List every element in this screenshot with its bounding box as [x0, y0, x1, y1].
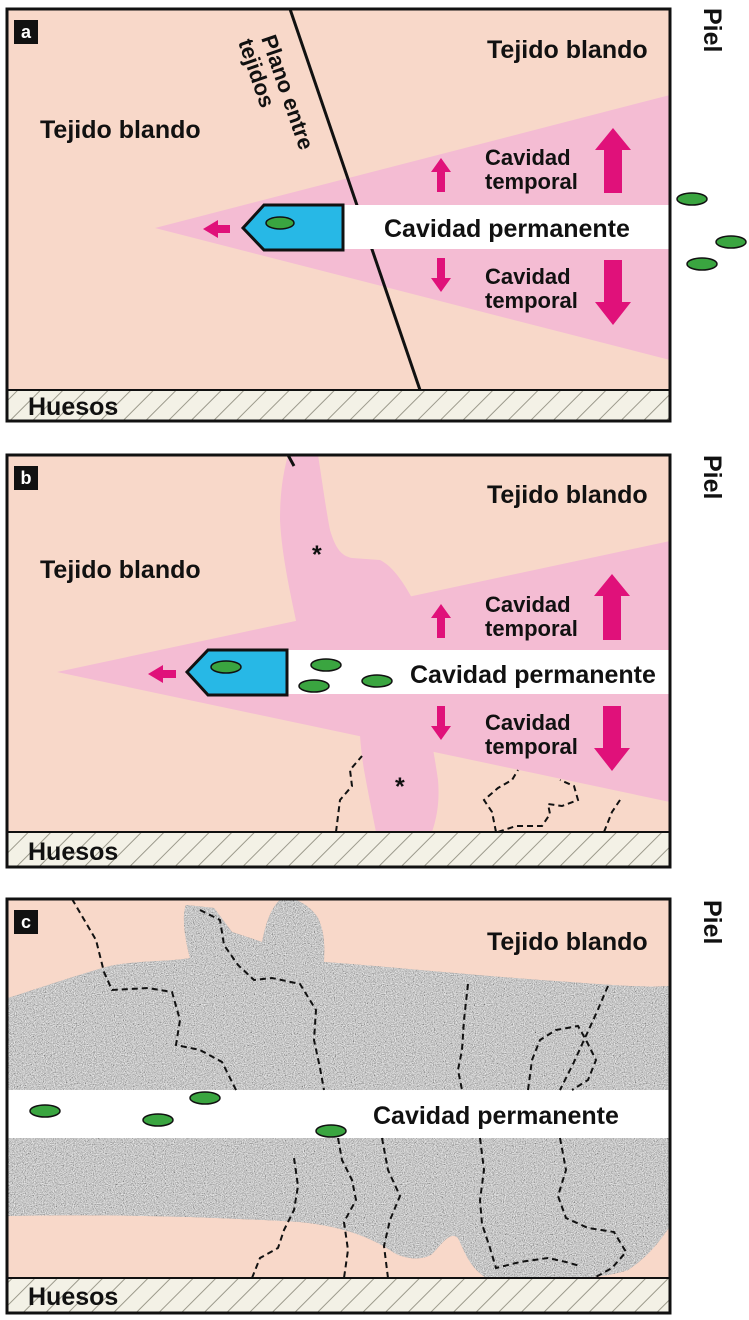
- tissue-plane-line: [288, 9, 422, 391]
- panel-a-frame: [5, 7, 672, 423]
- panel-letter-badge: [14, 466, 38, 490]
- temporary-cavity-bottom-label-1: Cavidad: [485, 710, 571, 735]
- expansion-arrow-small-up: [431, 158, 451, 192]
- temporary-cavity-bottom-label-2: temporal: [485, 734, 578, 759]
- tissue-damage-outline: [603, 799, 621, 833]
- bullet-direction-arrow: [203, 220, 230, 238]
- bullet: [240, 203, 345, 252]
- bullet-direction-arrow: [148, 665, 176, 683]
- tissue-damage-outline: [497, 779, 580, 833]
- skin-label: Piel: [698, 455, 726, 499]
- bullet-fragment: [265, 216, 295, 230]
- expansion-arrow-large-up: [594, 574, 630, 640]
- expansion-arrow-small-up: [431, 604, 451, 638]
- tissue-plane-tear-bottom: [359, 690, 439, 832]
- tissue-damage-outline: [456, 983, 469, 1091]
- soft-tissue-label-right: Tejido blando: [487, 481, 648, 509]
- tear-marker-bottom: *: [395, 773, 405, 801]
- tissue-damage-outline: [559, 985, 609, 1091]
- bullet-fragment: [310, 658, 342, 672]
- bones-label: Huesos: [28, 1283, 118, 1311]
- panel-letter: c: [21, 912, 31, 932]
- tissue-plane-tear-top: [280, 455, 430, 640]
- panel-b-frame: [5, 453, 672, 869]
- skin-label: Piel: [698, 900, 726, 944]
- soft-tissue-label-left: Tejido blando: [40, 116, 201, 144]
- tissue-damage-outline: [478, 1137, 581, 1270]
- bullet-fragment: [29, 1104, 61, 1118]
- temporary-cavity-top-label-1: Cavidad: [485, 592, 571, 617]
- bullet-fragment: [361, 674, 393, 688]
- panel-c-frame: [5, 897, 672, 1315]
- tissue-damage-outline: [71, 899, 237, 1091]
- tissue-plane-line: [286, 455, 296, 467]
- tissue-damage-outline: [381, 1137, 402, 1279]
- permanent-cavity-channel: [343, 205, 670, 249]
- tear-marker-top: *: [312, 541, 322, 569]
- skin-label: Piel: [698, 8, 726, 52]
- panel-c: c Tejido blando Cavidad permanente Hueso…: [5, 897, 726, 1315]
- panel-letter-badge: [14, 910, 38, 934]
- fragment-outside: [676, 192, 708, 206]
- tissue-damage-outline: [199, 909, 325, 1091]
- soft-tissue-label-right: Tejido blando: [487, 36, 648, 64]
- panel-letter: b: [21, 468, 32, 488]
- bones-label: Huesos: [28, 393, 118, 421]
- tissue-damage-outline: [527, 1024, 598, 1091]
- panel-letter-badge: [14, 20, 38, 44]
- bones-label: Huesos: [28, 838, 118, 866]
- tissue-damage-outline: [251, 1157, 300, 1279]
- expansion-arrow-small-down: [431, 706, 451, 740]
- expansion-arrow-large-down: [594, 706, 630, 771]
- permanent-cavity-label: Cavidad permanente: [384, 215, 630, 243]
- bullet-fragment: [189, 1091, 221, 1105]
- tissue-damage-outline: [337, 1137, 358, 1279]
- tissue-damage-outline: [335, 755, 363, 833]
- temporary-cavity-top-label-2: temporal: [485, 616, 578, 641]
- expansion-arrow-large-up: [595, 128, 631, 193]
- bullet-fragment: [210, 660, 242, 674]
- temporary-cavity-top-label-2: temporal: [485, 169, 578, 194]
- panel-letter: a: [21, 22, 32, 42]
- panel-a: a Tejido blando Tejido blando Plano entr…: [5, 7, 747, 423]
- fragment-outside: [715, 235, 747, 249]
- bullet-fragment: [142, 1113, 174, 1127]
- permanent-cavity-channel: [287, 650, 670, 694]
- bullet-fragment: [298, 679, 330, 693]
- bullet: [184, 648, 289, 697]
- panel-b: b Tejido blando Tejido blando * * Cavida…: [5, 453, 726, 869]
- temporary-cavity-bottom-label-2: temporal: [485, 288, 578, 313]
- permanent-cavity-label: Cavidad permanente: [373, 1102, 619, 1130]
- expansion-arrow-large-down: [595, 260, 631, 325]
- temporary-cavity-top-label-1: Cavidad: [485, 145, 571, 170]
- permanent-cavity-label: Cavidad permanente: [410, 661, 656, 689]
- soft-tissue-label-left: Tejido blando: [40, 556, 201, 584]
- expansion-arrow-small-down: [431, 258, 451, 292]
- soft-tissue-label-right: Tejido blando: [487, 928, 648, 956]
- bullet-fragment: [315, 1124, 347, 1138]
- fragment-outside: [686, 257, 718, 271]
- tissue-damage-outline: [482, 769, 519, 833]
- tissue-damage-outline: [556, 1137, 628, 1279]
- temporary-cavity-bottom-label-1: Cavidad: [485, 264, 571, 289]
